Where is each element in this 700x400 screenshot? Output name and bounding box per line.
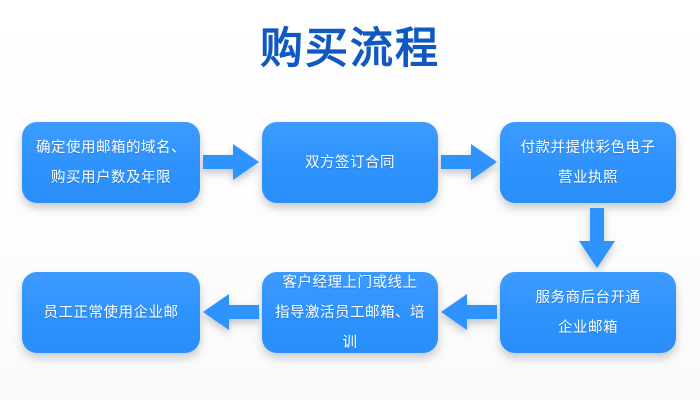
arrow-right-icon — [441, 142, 497, 182]
flow-node-step-4[interactable]: 服务商后台开通 企业邮箱 — [500, 272, 676, 353]
arrow-down-icon — [577, 208, 617, 268]
arrow-left-icon — [441, 292, 497, 332]
flow-node-step-1[interactable]: 确定使用邮箱的域名、 购买用户数及年限 — [22, 122, 200, 203]
flow-node-step-3[interactable]: 付款并提供彩色电子 营业执照 — [500, 122, 676, 203]
arrow-right-icon — [203, 142, 259, 182]
flow-node-step-5[interactable]: 客户经理上门或线上 指导激活员工邮箱、培训 — [262, 272, 438, 353]
flow-node-label: 确定使用邮箱的域名、 购买用户数及年限 — [36, 139, 186, 186]
flow-node-step-2[interactable]: 双方签订合同 — [262, 122, 438, 203]
page-title: 购买流程 — [260, 24, 440, 74]
flow-node-label: 客户经理上门或线上 指导激活员工邮箱、培训 — [275, 274, 425, 351]
flow-node-label: 付款并提供彩色电子 营业执照 — [520, 139, 656, 186]
flow-node-step-6[interactable]: 员工正常使用企业邮 — [22, 272, 200, 353]
flow-node-label: 双方签订合同 — [305, 154, 395, 171]
flow-node-label: 员工正常使用企业邮 — [43, 304, 179, 321]
arrow-left-icon — [203, 292, 259, 332]
flow-node-label: 服务商后台开通 企业邮箱 — [535, 289, 641, 336]
